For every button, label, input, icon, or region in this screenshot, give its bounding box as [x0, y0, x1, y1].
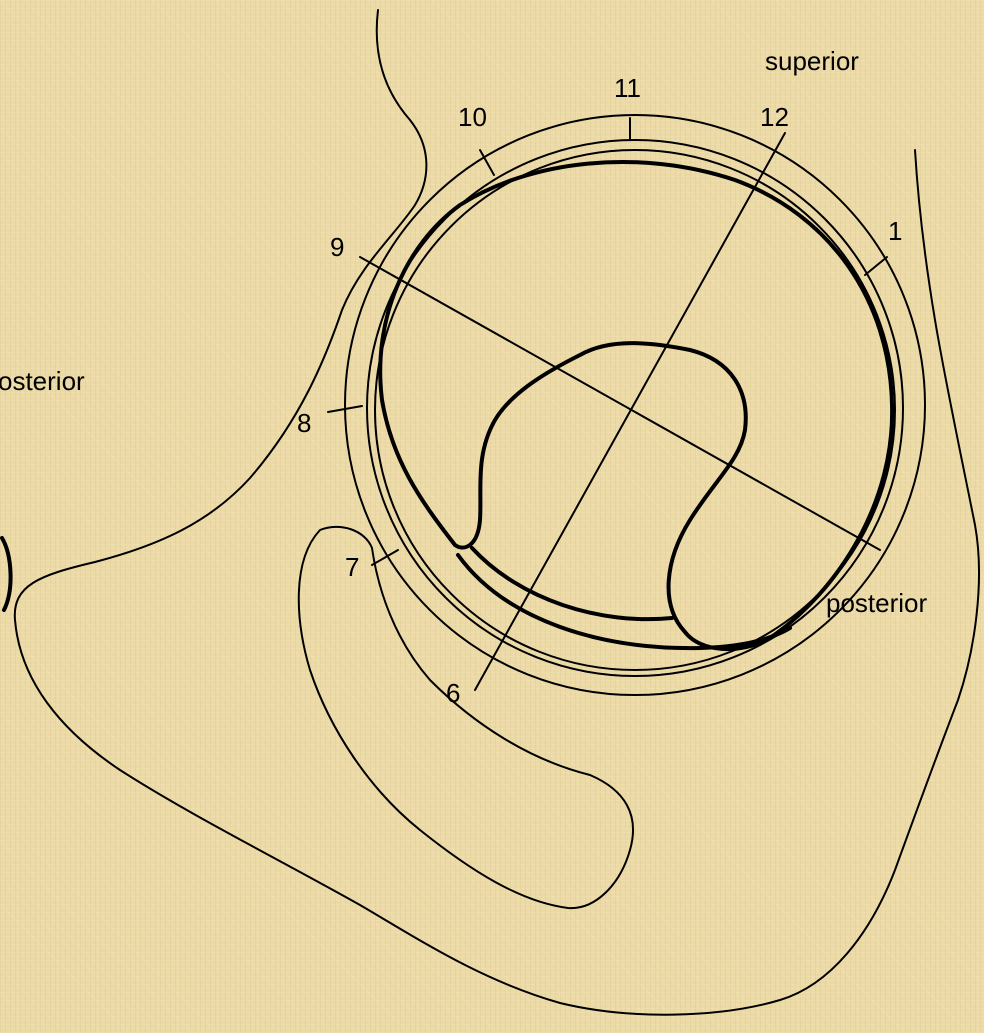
label-posterior-left: osterior	[0, 366, 85, 396]
label-clock-12: 12	[760, 102, 789, 132]
label-clock-7: 7	[345, 552, 359, 582]
obturator-foramen	[299, 527, 633, 908]
label-clock-8: 8	[297, 408, 311, 438]
transverse-band-inner	[472, 548, 672, 619]
pelvic-bone-outline	[15, 10, 979, 1015]
label-posterior-right: posterior	[826, 588, 927, 618]
label-clock-6: 6	[446, 678, 460, 708]
label-clock-1: 1	[888, 216, 902, 246]
partial-structure-edge	[2, 538, 11, 610]
transverse-band-outer	[458, 555, 790, 648]
axis-line-9-3	[360, 257, 880, 550]
label-clock-11: 11	[614, 73, 641, 103]
axis-line-12-6	[475, 133, 785, 690]
lunate-articular-surface	[380, 162, 892, 649]
label-clock-9: 9	[330, 232, 344, 262]
tick-1	[865, 257, 887, 275]
label-clock-10: 10	[458, 102, 487, 132]
labrum-ring	[367, 140, 903, 676]
label-superior: superior	[765, 46, 859, 76]
